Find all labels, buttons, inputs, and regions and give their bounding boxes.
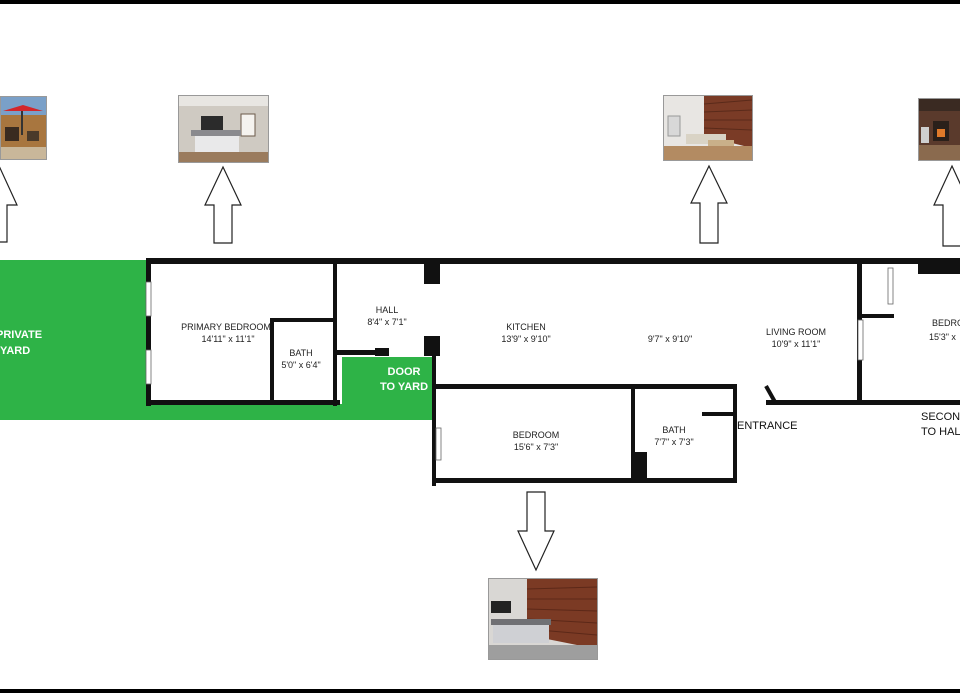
kitchen-dims: 13'9" x 9'10": [501, 334, 550, 344]
second-hall-label-1: SECOND: [921, 411, 960, 423]
bath-2-dims: 7'7" x 7'3": [654, 437, 693, 447]
hall-dims: 8'4" x 7'1": [367, 317, 406, 327]
bedroom-photo: [488, 578, 598, 660]
living-room-dims: 10'9" x 11'1": [772, 339, 821, 349]
arrow-bedroom: [517, 491, 555, 572]
bedroom-dims: 15'6" x 7'3": [514, 442, 558, 452]
bedroom-right-dims: 15'3" x: [929, 332, 956, 342]
primary-bedroom-name: PRIMARY BEDROOM: [181, 322, 271, 332]
middle-space-dims: 9'7" x 9'10": [648, 334, 692, 344]
bedroom-right-name: BEDROOM: [932, 318, 960, 328]
arrow-primary-bedroom: [204, 165, 242, 244]
door-to-yard-label-2: TO YARD: [380, 381, 428, 393]
private-yard-label-2: YARD: [0, 345, 30, 357]
primary-bedroom-photo: [178, 95, 269, 163]
bottom-border: [0, 689, 960, 693]
entrance-label: ENTRANCE: [737, 420, 798, 432]
living-room-photo: [663, 95, 753, 161]
bedroom-name: BEDROOM: [513, 430, 560, 440]
private-yard-label-1: PRIVATE: [0, 329, 42, 341]
bath-1-name: BATH: [289, 348, 312, 358]
primary-bedroom-dims: 14'11" x 11'1": [201, 334, 254, 344]
arrow-living-room: [690, 164, 728, 244]
second-bedroom-photo: [918, 98, 960, 161]
bath-2-name: BATH: [662, 425, 685, 435]
living-room-name: LIVING ROOM: [766, 327, 826, 337]
door-to-yard-label-1: DOOR: [388, 366, 421, 378]
yard-photo: [0, 96, 47, 160]
bath-1-dims: 5'0" x 6'4": [281, 360, 320, 370]
top-border: [0, 0, 960, 4]
hall-name: HALL: [376, 305, 399, 315]
kitchen-name: KITCHEN: [506, 322, 546, 332]
arrow-second-bedroom: [933, 164, 960, 247]
arrow-yard: [0, 166, 18, 243]
private-yard-area: [0, 260, 148, 420]
door-to-yard-area: [342, 357, 434, 420]
second-hall-label-2: TO HALL: [921, 426, 960, 438]
